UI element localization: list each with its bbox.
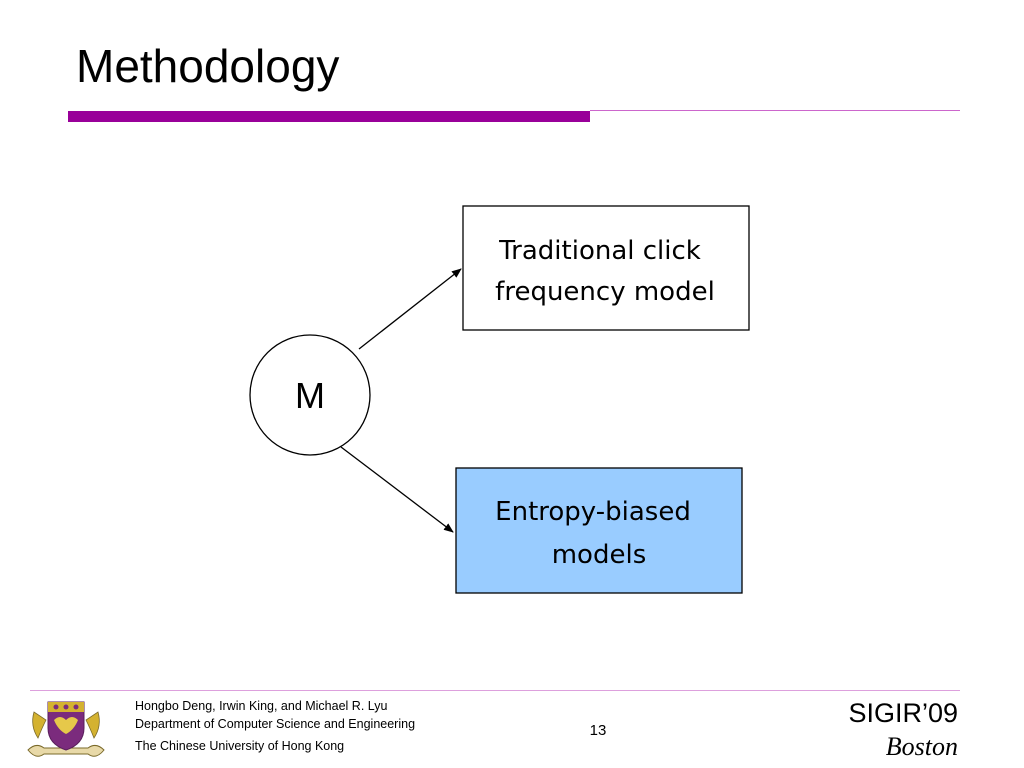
entropy-models-box: Entropy-biased models xyxy=(455,467,743,594)
traditional-model-rect xyxy=(462,205,750,331)
arrow-to-traditional-model xyxy=(358,268,462,350)
center-node-circle xyxy=(249,334,371,456)
entropy-models-rect xyxy=(455,467,743,594)
title-accent-bar xyxy=(68,111,590,122)
footer-department: Department of Computer Science and Engin… xyxy=(135,717,416,731)
page-number: 13 xyxy=(589,722,607,739)
footer-divider xyxy=(30,690,960,691)
traditional-model-label-line-1: Traditional click xyxy=(498,236,701,266)
entropy-models-label-line-1: Entropy-biased xyxy=(495,497,691,527)
conference-name: SIGIR’09 xyxy=(848,698,958,728)
conference-city: Boston xyxy=(885,732,958,761)
center-node: M xyxy=(249,334,371,456)
footer-authors: Hongbo Deng, Irwin King, and Michael R. … xyxy=(135,699,388,713)
footer-university: The Chinese University of Hong Kong xyxy=(135,739,345,753)
center-node-label: M xyxy=(295,375,325,416)
traditional-model-label-line-2: frequency model xyxy=(495,277,715,307)
entropy-models-label-line-2: models xyxy=(552,540,647,570)
cuhk-crest-icon xyxy=(27,701,105,757)
arrow-to-entropy-models xyxy=(340,446,454,533)
slide-title: Methodology xyxy=(76,40,340,92)
title-accent-rule xyxy=(590,110,960,111)
traditional-model-box: Traditional click frequency model xyxy=(462,205,750,331)
